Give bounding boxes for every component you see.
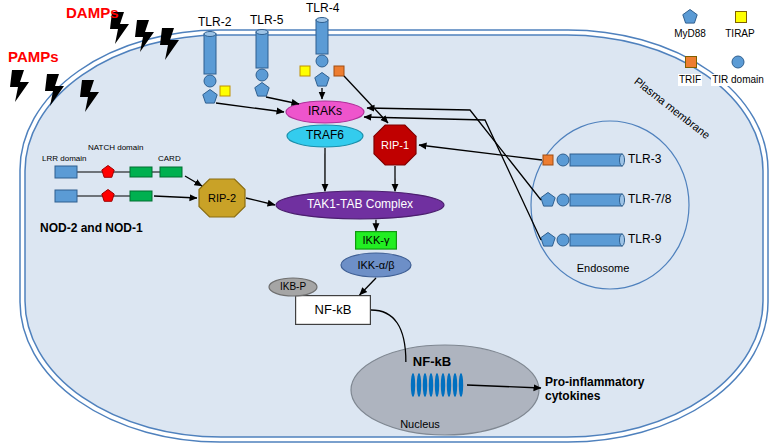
node-label: TAK1-TAB Complex: [307, 198, 413, 212]
legend-swatch: [685, 56, 697, 68]
transcription-factor-box: NF-kB: [295, 295, 371, 325]
node-label: Nucleus: [400, 418, 440, 431]
protein-ellipse: IKB-P: [268, 277, 318, 297]
connector: [360, 278, 376, 295]
node-outline: [287, 125, 363, 147]
node-outline: [276, 191, 444, 219]
protein-ellipse: IKK-α/β: [340, 252, 412, 278]
connector: [246, 198, 275, 205]
node-label: IKB-P: [280, 281, 306, 293]
connector: [375, 220, 376, 231]
signal-label: PAMPs: [8, 48, 59, 65]
receptor-label: TLR-3: [628, 153, 661, 167]
connector: [394, 166, 395, 191]
legend-swatch: [735, 11, 747, 23]
node-label: IKK-α/β: [357, 259, 394, 272]
cell-membrane: [20, 30, 768, 442]
receptor-label: TLR-7/8: [628, 193, 671, 207]
legend-label: TIRAP: [724, 28, 755, 40]
dna-helix: [411, 373, 463, 397]
endosomal-receptors: [541, 154, 625, 246]
legend-label: TIR domain: [711, 74, 765, 86]
complex-ellipse: TAK1-TAB Complex: [275, 190, 445, 220]
node-label: IRAKs: [308, 105, 342, 119]
protein-box: IKK-γ: [355, 231, 397, 250]
signal-label: DAMPs: [66, 4, 119, 21]
receptor-label: TLR-5: [250, 14, 283, 28]
node-outline: [356, 231, 397, 248]
output-label: Pro-inflammatory cytokines: [545, 376, 657, 404]
receptor-label: NOD-2 and NOD-1: [40, 222, 143, 236]
node-label: IKK-γ: [363, 234, 390, 247]
protein-octagon: RIP-1: [373, 124, 417, 166]
connector: [371, 310, 406, 362]
tlr5-receptor: [255, 30, 269, 97]
signal-arrows: [154, 76, 542, 388]
nucleus-region: Nucleus NF-kB: [350, 344, 540, 436]
protein-octagon: RIP-2: [198, 178, 246, 218]
tlr4-receptor: [300, 18, 344, 87]
node-outline: [351, 345, 539, 435]
node-outline: [199, 179, 245, 217]
node-outline: [341, 253, 411, 277]
legend-label: TRIF: [678, 74, 702, 86]
node-label: Endosome: [577, 262, 630, 275]
domain-label: NATCH domain: [88, 143, 143, 152]
node-outline: [296, 296, 371, 325]
node-outline: [531, 121, 689, 289]
node-label: NF-kB: [315, 303, 352, 318]
transcription-factor: NF-kB: [406, 352, 458, 373]
nod-receptors: [55, 166, 182, 203]
receptor-label: TLR-2: [198, 16, 231, 30]
node-label: RIP-1: [381, 139, 409, 152]
node-outline: [374, 125, 416, 165]
domain-label: LRR domain: [42, 154, 86, 163]
receptor-label: TLR-9: [628, 233, 661, 247]
receptor-label: TLR-4: [306, 2, 339, 16]
legend-label: MyD88: [673, 28, 707, 40]
domain-label: CARD: [158, 154, 181, 163]
protein-ellipse: TRAF6: [286, 124, 364, 148]
node-label: RIP-2: [208, 192, 236, 205]
tlr2-receptor: [203, 32, 230, 104]
node-label: NF-kB: [413, 355, 451, 370]
node-outline: [269, 278, 317, 296]
connector: [324, 148, 325, 191]
node-label: TRAF6: [306, 129, 344, 143]
